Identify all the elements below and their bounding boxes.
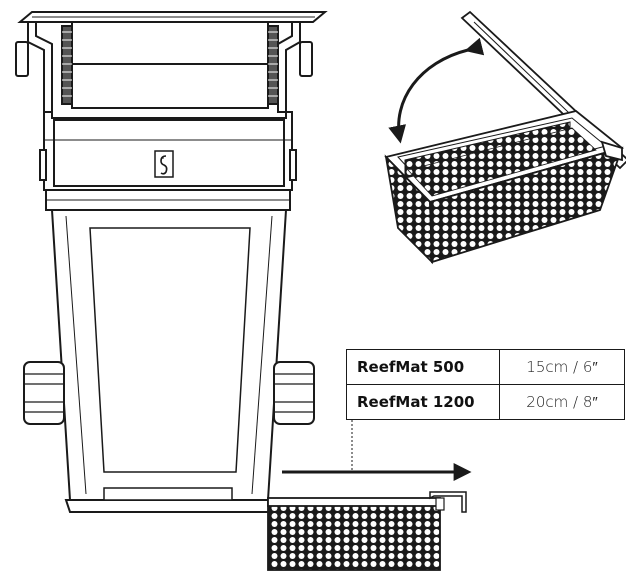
size-cell: 15cm / 6″ [499, 349, 625, 385]
table-row: ReefMat 1200 20cm / 8″ [346, 384, 625, 420]
open-basket [384, 10, 626, 265]
seahorse-logo [154, 150, 174, 178]
spec-table: ReefMat 500 15cm / 6″ ReefMat 1200 20cm … [346, 349, 625, 420]
curved-double-arrow-icon [388, 37, 485, 144]
model-cell: ReefMat 500 [346, 349, 500, 385]
model-cell: ReefMat 1200 [346, 384, 500, 420]
table-row: ReefMat 500 15cm / 6″ [346, 349, 625, 385]
filter-unit [15, 11, 328, 513]
side-basket [267, 491, 467, 571]
size-cell: 20cm / 8″ [499, 384, 625, 420]
